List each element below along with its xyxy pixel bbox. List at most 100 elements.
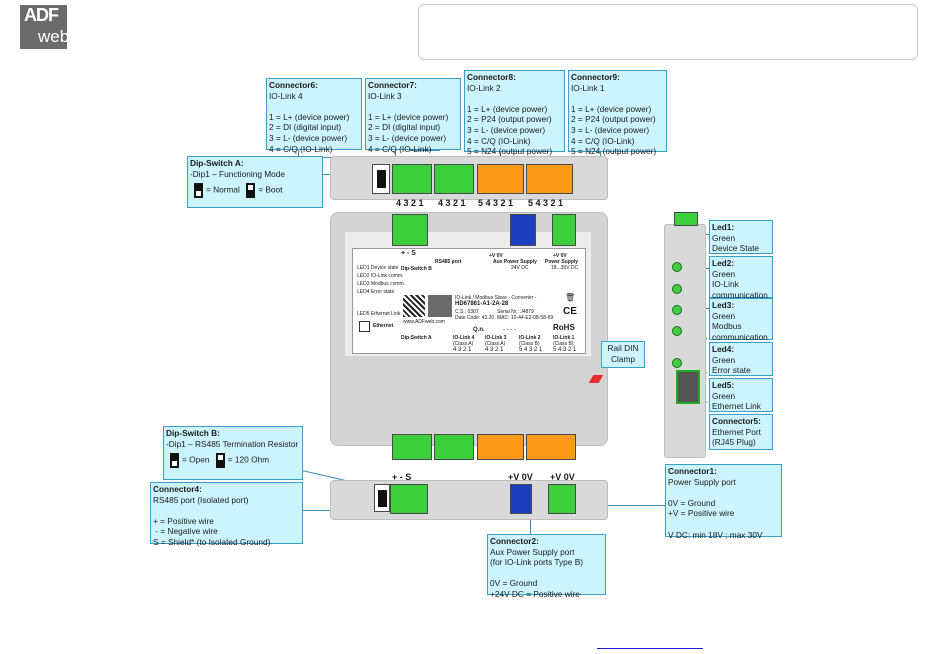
- led2-body: Green IO-Link communication: [712, 268, 768, 300]
- connector5-title: Connector5:: [712, 416, 761, 426]
- connector5-callout: Connector5: Ethernet Port (RJ45 Plug): [709, 414, 773, 450]
- serial-label: Serial Nr.: J4879: [497, 309, 534, 315]
- led1-title: Led1:: [712, 222, 735, 232]
- connector8-title: Connector8:: [467, 72, 516, 82]
- iol3-name: IO-Link 3: [485, 335, 507, 341]
- adfweb-logo: ADF web: [20, 5, 70, 49]
- logo-text-web: web: [38, 27, 70, 46]
- connector7-terminal[interactable]: [434, 164, 474, 194]
- connector4-body: RS485 port (Isolated port) + = Positive …: [153, 494, 271, 547]
- connector9-bottom[interactable]: [526, 434, 576, 460]
- connector4-callout: Connector4: RS485 port (Isolated port) +…: [150, 482, 303, 547]
- connector4-terminal[interactable]: [390, 484, 428, 514]
- led1-indicator: [672, 262, 682, 272]
- connector6-terminal[interactable]: [392, 164, 432, 194]
- led2-label: LED2 IO-Link comm.: [357, 273, 404, 279]
- iol4-class: (Class A): [453, 341, 474, 347]
- connector9-callout: Connector9: IO-Link 1 1 = L+ (device pow…: [568, 70, 667, 156]
- dipa-body: -Dip1 – Functioning Mode: [190, 168, 286, 179]
- model-line1: IO-Link / Modbus Slave - Converter -: [455, 295, 537, 301]
- led5-body: Green Ethernet Link: [712, 390, 761, 412]
- date-code-label: Date Code: 43.20: [455, 315, 495, 321]
- connector1-title: Connector1:: [668, 466, 717, 476]
- connector7-bottom[interactable]: [434, 434, 474, 460]
- led4-indicator: [672, 326, 682, 336]
- led4-title: Led4:: [712, 344, 735, 354]
- c7-pin-numbers: 4 3 2 1: [438, 198, 466, 208]
- connector7-callout: Connector7: IO-Link 3 1 = L+ (device pow…: [365, 78, 461, 154]
- logo-text-adf: ADF: [24, 5, 59, 25]
- connector1-terminal[interactable]: [548, 484, 576, 514]
- aux-label: Aux Power Supply: [493, 259, 537, 265]
- aux-power-terminal-front[interactable]: [510, 214, 536, 246]
- connector7-title: Connector7:: [368, 80, 417, 90]
- rs485-terminal-front[interactable]: [392, 214, 428, 246]
- side-view-body: [664, 224, 706, 458]
- connector2-callout: Connector2: Aux Power Supply port (for I…: [487, 534, 606, 599]
- power-terminal-front[interactable]: [552, 214, 576, 246]
- connector2-terminal[interactable]: [510, 484, 532, 514]
- rohs-mark: RoHS: [553, 323, 575, 332]
- led3-indicator: [672, 305, 682, 315]
- led1-callout: Led1: Green Device State: [709, 220, 773, 254]
- led5-title: Led5:: [712, 380, 735, 390]
- rs485-label: RS485 port: [435, 259, 462, 265]
- connector6-body: IO-Link 4 1 = L+ (device power) 2 = DI (…: [269, 90, 350, 154]
- connector6-title: Connector6:: [269, 80, 318, 90]
- connector-line: [410, 150, 440, 151]
- led2-callout: Led2: Green IO-Link communication: [709, 256, 773, 300]
- connector8-terminal[interactable]: [477, 164, 524, 194]
- qr-code-icon: [403, 295, 425, 317]
- led1-label: LED1 Device state: [357, 265, 399, 271]
- dipa-title: Dip-Switch A:: [190, 158, 244, 168]
- led2-title: Led2:: [712, 258, 735, 268]
- connector6-callout: Connector6: IO-Link 4 1 = L+ (device pow…: [266, 78, 362, 154]
- connector-line: [575, 505, 666, 506]
- ce-mark: CE: [563, 306, 577, 317]
- ps-label: Power Supply: [545, 259, 579, 265]
- cs-label: C.S.: 0307: [455, 309, 479, 315]
- website-label: www.ADFweb.com: [403, 319, 445, 325]
- c9-pin-numbers: 5 4 3 2 1: [528, 198, 564, 208]
- led3-callout: Led3: Green Modbus communication: [709, 298, 773, 342]
- iol1-class: (Class B): [553, 341, 574, 347]
- iol4-pins: 4 3 2 1: [453, 347, 472, 353]
- dipb-opt1: = Open: [182, 454, 210, 465]
- aux-pin-labels: +V 0V: [508, 472, 533, 482]
- switch-down-icon: [194, 183, 203, 199]
- ps-pin-labels: +V 0V: [550, 472, 575, 482]
- dip-switch-b[interactable]: [374, 484, 390, 512]
- connector8-bottom[interactable]: [477, 434, 524, 460]
- connector1-callout: Connector1: Power Supply port 0V = Groun…: [665, 464, 782, 540]
- iol1-pins: 5 4 3 2 1: [553, 347, 577, 353]
- dipb-body: -Dip1 – RS485 Termination Resistor: [166, 438, 299, 449]
- aux-dc-label: 24V DC: [511, 265, 529, 271]
- connector5-body: Ethernet Port (RJ45 Plug): [712, 426, 761, 448]
- qn-label: Q.n.: [473, 327, 485, 333]
- rs485-top-marks: + - S: [401, 250, 416, 257]
- connector2-title: Connector2:: [490, 536, 539, 546]
- switch-up-icon: [246, 183, 256, 199]
- header-box: [418, 4, 918, 60]
- iol2-pins: 5 4 3 2 1: [519, 347, 543, 353]
- switch-down-icon: [170, 453, 179, 469]
- connector6-bottom[interactable]: [392, 434, 432, 460]
- iol2-name: IO-Link 2: [519, 335, 541, 341]
- dip-switch-b-callout: Dip-Switch B: -Dip1 – RS485 Termination …: [163, 426, 303, 480]
- dipb-label: Dip-Switch B: [401, 266, 432, 272]
- led4-body: Green Error state: [712, 354, 751, 376]
- connector-line: [530, 505, 531, 535]
- mac-label: MAC: 10-44-E2-08-58-69: [497, 315, 554, 321]
- footer-link-underline[interactable]: [597, 648, 703, 649]
- model-line2: HD67861-A1-2A-28: [455, 301, 509, 307]
- connector9-terminal[interactable]: [526, 164, 573, 194]
- led4-callout: Led4: Green Error state: [709, 342, 773, 376]
- iol1-name: IO-Link 1: [553, 335, 575, 341]
- switch-up-icon: [215, 453, 225, 469]
- dip-switch-a[interactable]: [372, 164, 390, 194]
- adfweb-mini-logo: [428, 295, 452, 317]
- dipb-opt2: = 120 Ohm: [227, 454, 270, 465]
- dipa-opt1: = Normal: [206, 184, 240, 195]
- rs485-pin-labels: + - S: [392, 472, 412, 482]
- aux-v-label: +V 0V: [489, 253, 503, 259]
